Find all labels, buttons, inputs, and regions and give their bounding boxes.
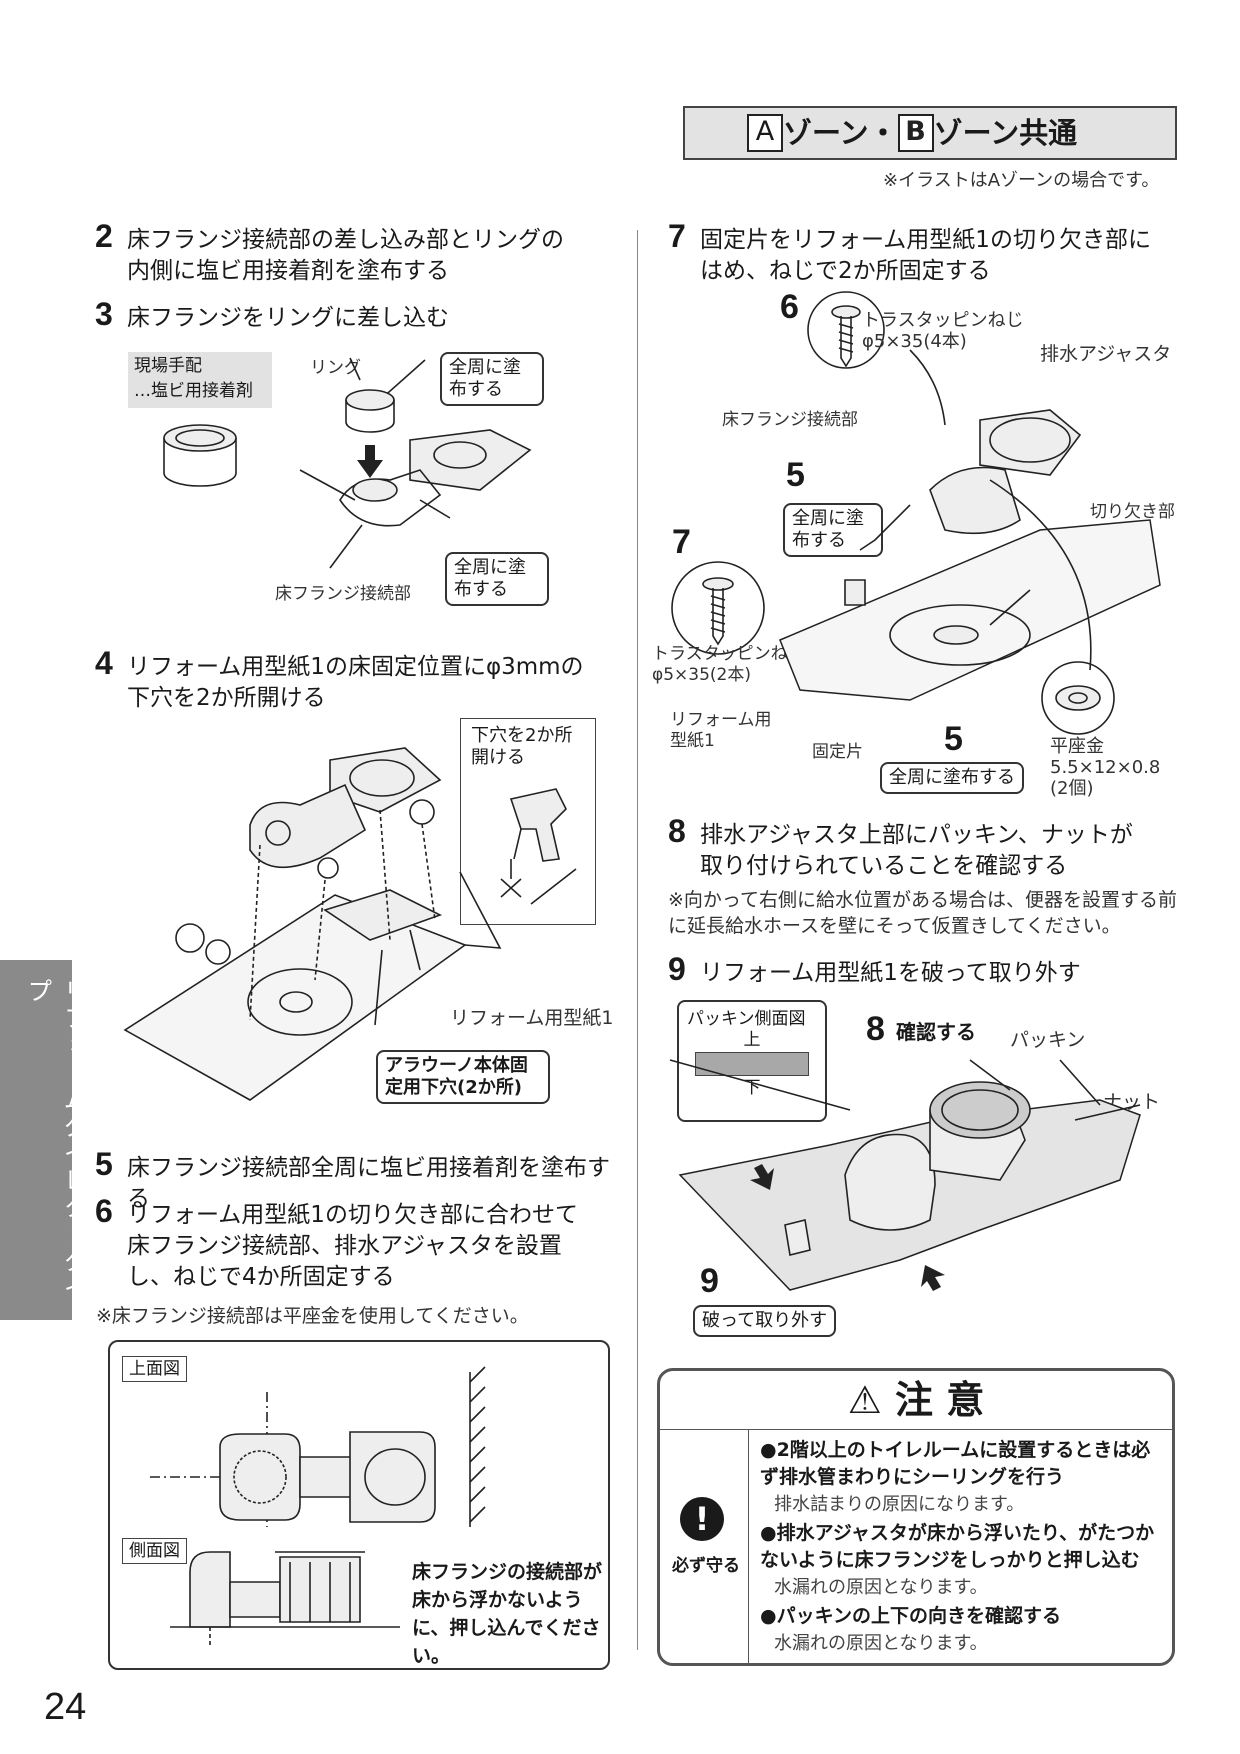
washer-circle (1041, 661, 1115, 735)
side-tab: リフォームダイレクトタイプ (0, 960, 89, 1320)
screw-a-label: トラスタッピンねじ φ5×35(4本) (862, 310, 1024, 352)
fixing-illustration (779, 349, 1161, 701)
confirm-label: 確認する (896, 1020, 976, 1044)
drill-icon (500, 788, 577, 905)
washer-label: 平座金 5.5×12×0.8 (2個) (1050, 736, 1161, 799)
step-5: 5 床フランジ接続部全周に塩ビ用接着剤を塗布する (95, 1148, 625, 1215)
step-number: 9 (668, 951, 686, 987)
fig7-num-5b: 5 (944, 720, 963, 758)
step-6: 6 リフォーム用型紙1の切り欠き部に合わせて床フランジ接続部、排水アジャスタを設… (95, 1195, 625, 1293)
must-icon: ! (680, 1497, 724, 1541)
screw-a-circle (807, 291, 885, 369)
zone-a-box: A (747, 114, 783, 152)
step-number: 2 (95, 218, 113, 254)
drain-adjuster-label: 排水アジャスタ (1040, 343, 1172, 365)
top-view-drawing (150, 1366, 486, 1527)
step-number: 8 (668, 813, 686, 849)
step-text: リフォーム用型紙1の切り欠き部に合わせて床フランジ接続部、排水アジャスタを設置し… (127, 1202, 578, 1290)
packing-label: パッキン (1010, 1029, 1086, 1051)
step-4: 4 リフォーム用型紙1の床固定位置にφ3mmの下穴を2か所開ける (95, 647, 615, 714)
flange-ring-illustration (299, 357, 532, 569)
tear-off-callout: 破って取り外す (693, 1305, 837, 1337)
illustration-note: ※イラストはAゾーンの場合です。 (883, 170, 1160, 191)
fig9-num-8: 8 (866, 1010, 885, 1048)
caution-header: ⚠ 注 意 (660, 1371, 1172, 1430)
side-view-drawing (170, 1551, 400, 1647)
top-view-label: 上面図 (122, 1356, 187, 1382)
caution-item: ●排水アジャスタが床から浮いたり、がたつかないように床フランジをしっかりと押し込… (760, 1522, 1155, 1598)
caution-left: ! 必ず守る (660, 1429, 749, 1663)
floor-flange-label-7: 床フランジ接続部 (722, 410, 858, 430)
template-label: リフォーム用型紙1 (450, 1007, 614, 1029)
screw-b-circle (671, 561, 765, 655)
caution-box: ⚠ 注 意 ! 必ず守る ●2階以上のトイレルームに設置するときは必ず排水管まわ… (657, 1368, 1175, 1666)
page-number: 24 (44, 1686, 87, 1728)
fixing-piece-label: 固定片 (812, 742, 863, 762)
zone-b-box: B (897, 114, 934, 152)
tear-off-illustration (669, 1059, 1141, 1291)
side-view-note: 床フランジの接続部が床から浮かないように、押し込んでください。 (412, 1561, 603, 1667)
step-number: 6 (95, 1193, 113, 1229)
apply-callout-2: 全周に塗布する (445, 552, 549, 606)
warning-triangle-icon: ⚠ (847, 1378, 882, 1422)
fig7-num-5a: 5 (786, 456, 805, 494)
adhesive-can-illustration (163, 424, 237, 487)
column-divider (637, 230, 638, 1650)
step-text: 床フランジ接続部の差し込み部とリングの内側に塩ビ用接着剤を塗布する (127, 227, 564, 284)
apply-callout-7b: 全周に塗布する (880, 762, 1024, 794)
cutout-label: 切り欠き部 (1090, 502, 1175, 522)
step-text: 床フランジをリングに差し込む (127, 305, 449, 331)
ring-label: リング (310, 358, 361, 378)
apply-callout-7: 全周に塗布する (783, 503, 883, 557)
template-illustration (123, 747, 502, 1101)
fig7-num-6: 6 (780, 288, 799, 326)
step-number: 3 (95, 296, 113, 332)
step-text: 固定片をリフォーム用型紙1の切り欠き部にはめ、ねじで2か所固定する (700, 227, 1151, 284)
side-view-label: 側面図 (122, 1538, 187, 1564)
step-text: 排水アジャスタ上部にパッキン、ナットが取り付けられていることを確認する (700, 822, 1133, 879)
step-text: リフォーム用型紙1を破って取り外す (700, 960, 1081, 986)
screw-b-label: トラスタッピンねじ φ5×35(2本) (652, 644, 805, 685)
step-7: 7 固定片をリフォーム用型紙1の切り欠き部にはめ、ねじで2か所固定する (668, 220, 1168, 287)
caution-items: ●2階以上のトイレルームに設置するときは必ず排水管まわりにシーリングを行う 排水… (760, 1437, 1164, 1657)
holes-callout: アラウーノ本体固定用下穴(2か所) (376, 1050, 550, 1104)
step-number: 7 (668, 218, 686, 254)
step-3: 3 床フランジをリングに差し込む (95, 298, 615, 334)
step-number: 5 (95, 1146, 113, 1182)
caution-item: ●2階以上のトイレルームに設置するときは必ず排水管まわりにシーリングを行う 排水… (760, 1439, 1151, 1515)
step-text: 床フランジ接続部全周に塩ビ用接着剤を塗布する (127, 1155, 610, 1212)
drill-note-box: 下穴を2か所開ける (460, 718, 596, 925)
fig9-num-9: 9 (700, 1262, 719, 1300)
fig6-box: 上面図 側面図 床フランジの接続部が床から浮かないように、押し込んでください。 (108, 1340, 610, 1670)
step-8-note: ※向かって右側に給水位置がある場合は、便器を設置する前に延長給水ホースを壁にそっ… (668, 889, 1177, 937)
step-text: リフォーム用型紙1の床固定位置にφ3mmの下穴を2か所開ける (127, 654, 584, 711)
template-label-7: リフォーム用型紙1 (670, 710, 772, 751)
apply-callout-1: 全周に塗布する (440, 352, 544, 406)
floor-flange-label: 床フランジ接続部 (275, 584, 411, 604)
step-8: 8 排水アジャスタ上部にパッキン、ナットが取り付けられていることを確認する (668, 815, 1168, 882)
local-supply-box: 現場手配 …塩ビ用接着剤 (128, 352, 272, 408)
step-9: 9 リフォーム用型紙1を破って取り外す (668, 953, 1168, 989)
step-number: 4 (95, 645, 113, 681)
step-2: 2 床フランジ接続部の差し込み部とリングの内側に塩ビ用接着剤を塗布する (95, 220, 615, 287)
caution-item: ●パッキンの上下の向きを確認する 水漏れの原因となります。 (760, 1605, 1062, 1654)
fig7-num-7: 7 (672, 523, 691, 561)
step-6-note: ※床フランジ接続部は平座金を使用してください。 (96, 1305, 529, 1327)
